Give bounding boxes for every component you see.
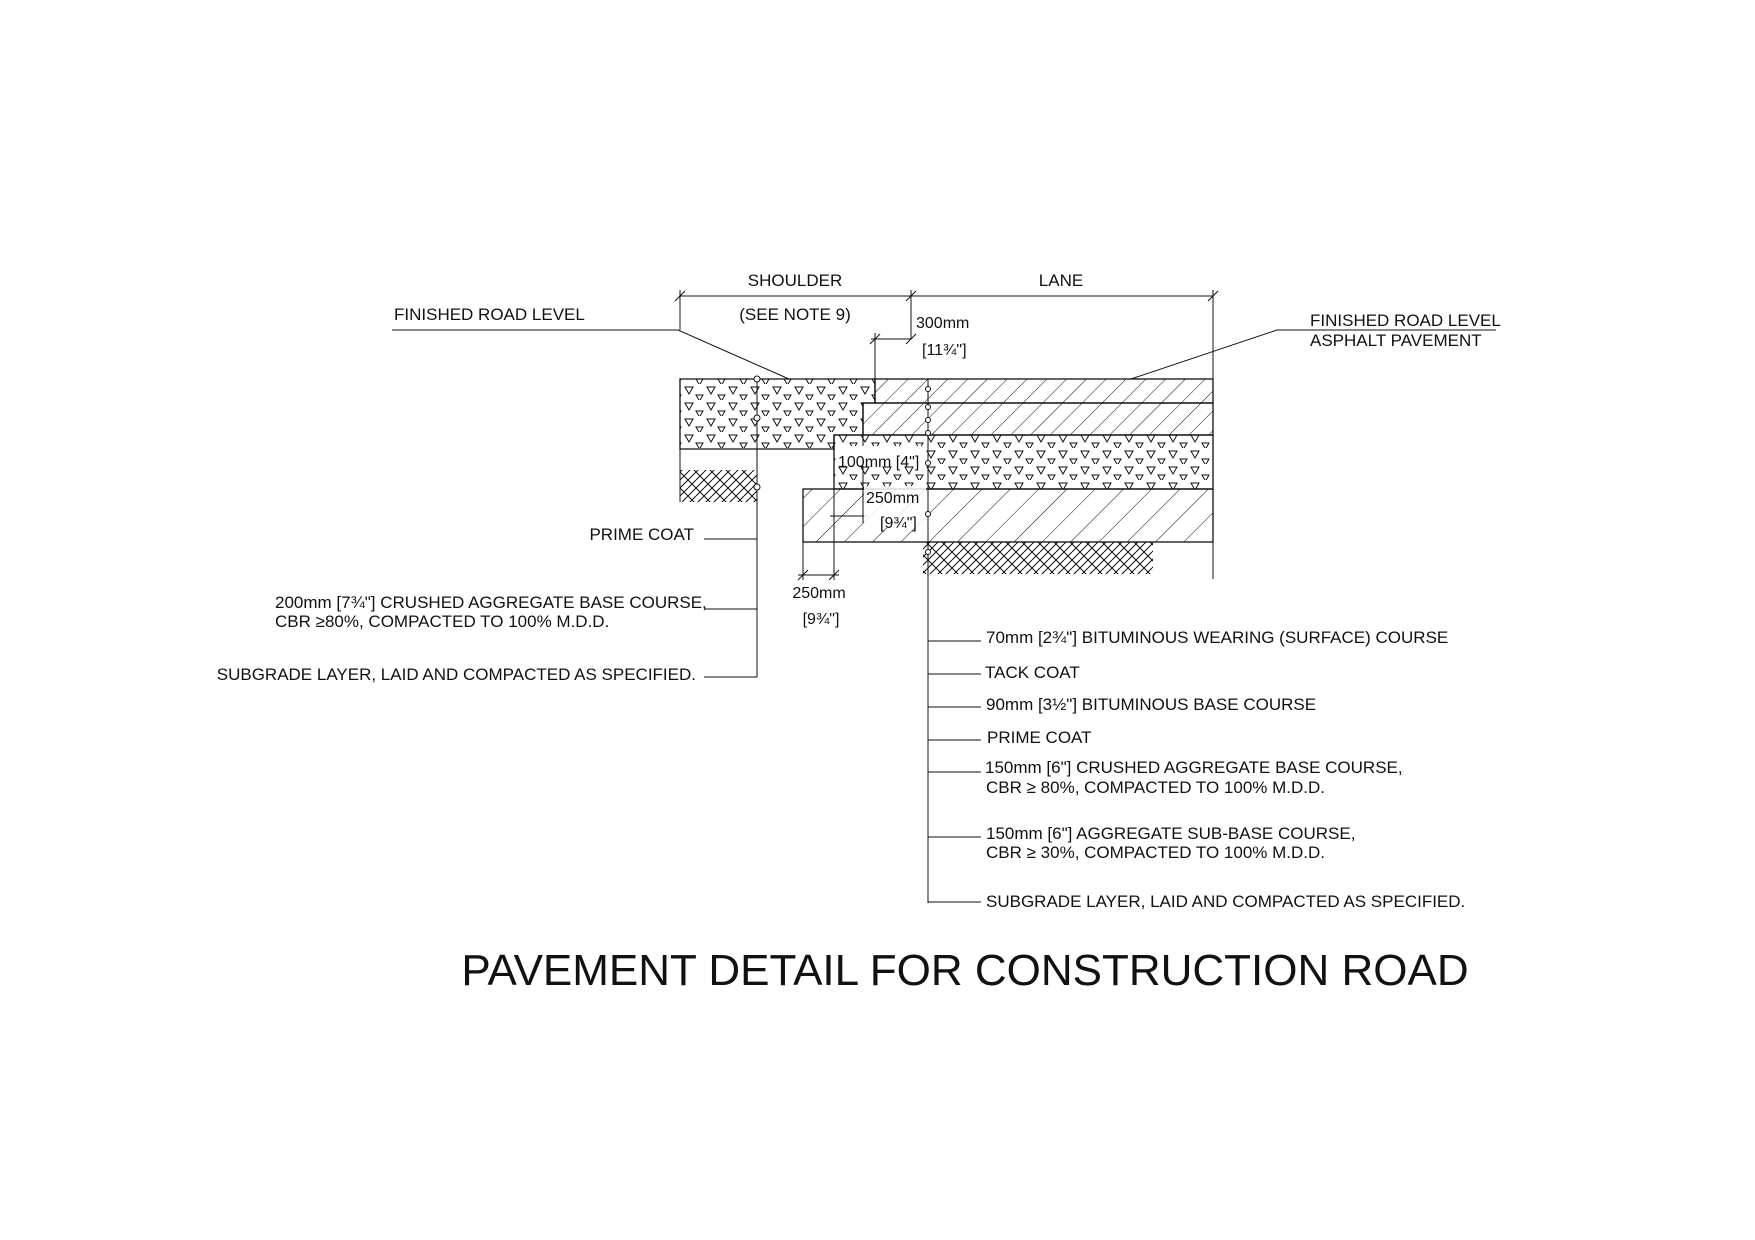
lane-subgrade — [923, 542, 1153, 574]
dim-100mm: 100mm [4"] — [838, 454, 919, 471]
shoulder-subgrade-label: SUBGRADE LAYER, LAID AND COMPACTED AS SP… — [217, 665, 696, 684]
dim-300mm-inches: [11¾"] — [922, 342, 967, 359]
shoulder-base-course-label-2: CBR ≥80%, COMPACTED TO 100% M.D.D. — [275, 612, 609, 631]
left-frl-label: FINISHED ROAD LEVEL — [394, 305, 585, 324]
lane-base-course-label-2: CBR ≥ 80%, COMPACTED TO 100% M.D.D. — [986, 778, 1325, 797]
dim-300mm: 300mm — [916, 315, 969, 332]
wearing-course-layer — [874, 378, 1214, 404]
wearing-course-label: 70mm [2¾"] BITUMINOUS WEARING (SURFACE) … — [986, 628, 1448, 647]
shoulder-base-course-label: 200mm [7¾"] CRUSHED AGGREGATE BASE COURS… — [275, 593, 707, 612]
lane-subgrade-label: SUBGRADE LAYER, LAID AND COMPACTED AS SP… — [986, 892, 1465, 911]
lane-callouts: 70mm [2¾"] BITUMINOUS WEARING (SURFACE) … — [928, 628, 1465, 911]
right-frl-label: FINISHED ROAD LEVEL — [1310, 311, 1501, 330]
shoulder-label: SHOULDER — [748, 271, 842, 290]
lane-base-course-label: 150mm [6"] CRUSHED AGGREGATE BASE COURSE… — [985, 758, 1403, 777]
dim-250mm-a-inches: [9¾"] — [880, 515, 917, 532]
bituminous-base-label: 90mm [3½"] BITUMINOUS BASE COURSE — [986, 695, 1316, 714]
bituminous-base-layer — [862, 402, 1214, 436]
shoulder-prime-coat-label: PRIME COAT — [589, 525, 694, 544]
shoulder-leader — [753, 375, 761, 677]
lane-prime-coat-label: PRIME COAT — [987, 728, 1092, 747]
dim-250mm-b: 250mm — [792, 585, 845, 602]
dim-250mm-a: 250mm — [866, 490, 919, 507]
sub-base-label-2: CBR ≥ 30%, COMPACTED TO 100% M.D.D. — [986, 843, 1325, 862]
tack-coat-label: TACK COAT — [985, 663, 1080, 682]
dim-250mm-b-inches: [9¾"] — [803, 611, 840, 628]
drawing-title: PAVEMENT DETAIL FOR CONSTRUCTION ROAD — [461, 946, 1468, 995]
left-frl-leader — [392, 329, 790, 380]
right-frl-leader — [1130, 329, 1496, 380]
shoulder-callouts: PRIME COAT 200mm [7¾"] CRUSHED AGGREGATE… — [217, 525, 757, 684]
see-note-label: (SEE NOTE 9) — [739, 305, 850, 324]
asphalt-pavement-label: ASPHALT PAVEMENT — [1310, 331, 1482, 350]
shoulder-subgrade — [680, 470, 757, 502]
sub-base-label: 150mm [6"] AGGREGATE SUB-BASE COURSE, — [986, 824, 1355, 843]
lane-label: LANE — [1039, 271, 1083, 290]
